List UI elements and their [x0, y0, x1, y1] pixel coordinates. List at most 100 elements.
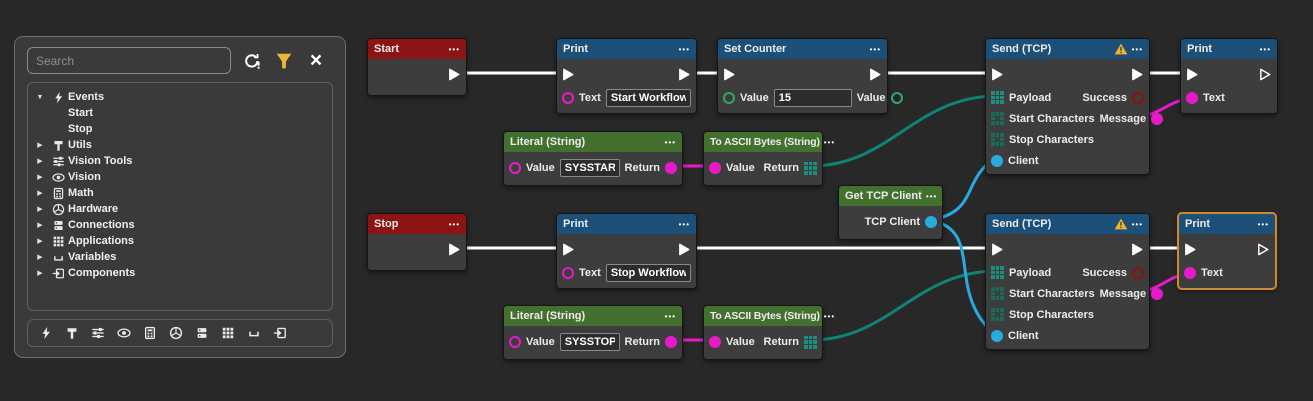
success-port[interactable]	[1132, 91, 1144, 104]
exec-out-port[interactable]	[1256, 242, 1271, 257]
node-menu-icon[interactable]: •••	[925, 191, 938, 201]
shutter-icon[interactable]	[168, 326, 183, 341]
text-port[interactable]	[1186, 91, 1198, 104]
tree-item-components[interactable]: ▶Components	[32, 265, 328, 281]
search-input[interactable]	[27, 47, 231, 74]
chevron-right-icon[interactable]: ▶	[37, 238, 43, 245]
node-send-tcp-2[interactable]: Send (TCP)••• Payload Success Start Char…	[985, 213, 1164, 350]
close-icon[interactable]: ×	[309, 48, 323, 72]
node-stop[interactable]: Stop•••	[367, 213, 467, 271]
filter-funnel-icon[interactable]	[273, 50, 295, 72]
node-send-tcp-1[interactable]: Send (TCP)••• Payload Success Start Char…	[985, 38, 1164, 175]
tree-item-start[interactable]: Start	[68, 107, 94, 119]
node-menu-icon[interactable]: •••	[869, 44, 881, 54]
node-menu-icon[interactable]: •••	[448, 219, 460, 229]
chevron-right-icon[interactable]: ▶	[37, 222, 43, 229]
node-print-start[interactable]: Print••• Text	[556, 38, 697, 114]
component-icon[interactable]	[272, 326, 287, 341]
value-port[interactable]	[709, 162, 721, 174]
node-menu-icon[interactable]: •••	[448, 44, 460, 54]
chevron-right-icon[interactable]: ▶	[37, 174, 43, 181]
text-port[interactable]	[1184, 266, 1196, 279]
chevron-right-icon[interactable]: ▶	[37, 206, 43, 213]
literal-value-field[interactable]	[559, 333, 620, 351]
node-menu-icon[interactable]: •••	[1131, 44, 1143, 54]
grid-icon[interactable]	[220, 326, 235, 341]
text-port[interactable]	[562, 266, 574, 279]
lightning-icon[interactable]	[38, 326, 53, 341]
refresh-icon[interactable]	[241, 50, 263, 72]
node-menu-icon[interactable]: •••	[678, 44, 690, 54]
node-menu-icon[interactable]: •••	[664, 137, 676, 147]
message-port[interactable]	[1151, 287, 1164, 300]
exec-in-port[interactable]	[1183, 242, 1198, 257]
tree-item-events[interactable]: ▼Events	[32, 89, 328, 105]
tree-item-utils[interactable]: ▶Utils	[32, 137, 328, 153]
node-menu-icon[interactable]: •••	[1257, 219, 1269, 229]
tcp-client-port[interactable]	[925, 216, 937, 228]
tree-item-applications[interactable]: ▶Applications	[32, 233, 328, 249]
client-port[interactable]	[991, 154, 1003, 167]
exec-out-port[interactable]	[868, 67, 883, 82]
return-port[interactable]	[804, 335, 817, 349]
value-in-port[interactable]	[723, 91, 735, 104]
chevron-right-icon[interactable]: ▶	[37, 270, 43, 277]
exec-in-port[interactable]	[990, 242, 1005, 257]
server-icon[interactable]	[194, 326, 209, 341]
text-value-field[interactable]	[605, 263, 691, 282]
node-to-ascii-2[interactable]: To ASCII Bytes (String)••• Value Return	[703, 305, 834, 360]
exec-in-port[interactable]	[561, 67, 576, 82]
value-out-port[interactable]	[890, 91, 903, 104]
node-get-tcp-client[interactable]: Get TCP Client••• TCP Client	[838, 185, 943, 240]
exec-in-port[interactable]	[1185, 67, 1200, 82]
exec-out-port[interactable]	[447, 242, 462, 257]
text-value-field[interactable]	[605, 88, 691, 107]
exec-out-port[interactable]	[677, 242, 692, 257]
text-port[interactable]	[562, 91, 574, 104]
success-port[interactable]	[1132, 266, 1144, 279]
node-set-counter[interactable]: Set Counter••• Value Value	[717, 38, 903, 114]
chevron-right-icon[interactable]: ▶	[37, 254, 43, 261]
exec-out-port[interactable]	[677, 67, 692, 82]
node-print-out-1[interactable]: Print••• Text	[1180, 38, 1278, 114]
exec-in-port[interactable]	[990, 67, 1005, 82]
node-menu-icon[interactable]: •••	[823, 311, 836, 321]
payload-port[interactable]	[991, 91, 1004, 104]
start-characters-port[interactable]	[991, 287, 1004, 300]
return-port[interactable]	[665, 162, 677, 174]
node-menu-icon[interactable]: •••	[678, 219, 690, 229]
exec-in-port[interactable]	[561, 242, 576, 257]
node-menu-icon[interactable]: •••	[1259, 44, 1271, 54]
wire-ascii1-to-payload1[interactable]	[809, 94, 999, 168]
stop-characters-port[interactable]	[991, 308, 1004, 321]
client-port[interactable]	[991, 329, 1003, 342]
chevron-down-icon[interactable]: ▼	[36, 93, 44, 101]
tree-item-stop[interactable]: Stop	[68, 123, 93, 135]
return-port[interactable]	[665, 336, 677, 348]
node-start[interactable]: Start•••	[367, 38, 467, 96]
chevron-right-icon[interactable]: ▶	[37, 190, 43, 197]
exec-out-port[interactable]	[1130, 242, 1145, 257]
exec-in-port[interactable]	[722, 67, 737, 82]
tree-item-vision[interactable]: ▶Vision	[32, 169, 328, 185]
return-port[interactable]	[804, 161, 817, 175]
node-to-ascii-1[interactable]: To ASCII Bytes (String)••• Value Return	[703, 131, 834, 186]
bracket-icon[interactable]	[246, 326, 261, 341]
tree-item-vision-tools[interactable]: ▶Vision Tools	[32, 153, 328, 169]
exec-out-port[interactable]	[1130, 67, 1145, 82]
node-print-stop[interactable]: Print••• Text	[556, 213, 697, 289]
node-menu-icon[interactable]: •••	[664, 311, 676, 321]
sliders-icon[interactable]	[90, 326, 105, 341]
value-field[interactable]	[773, 88, 852, 107]
value-port[interactable]	[509, 336, 521, 348]
message-port[interactable]	[1151, 112, 1164, 125]
wire-client-to-send2[interactable]	[929, 218, 996, 336]
eye-icon[interactable]	[116, 326, 131, 341]
calculator-icon[interactable]	[142, 326, 157, 341]
exec-out-port[interactable]	[1258, 67, 1273, 82]
stop-characters-port[interactable]	[991, 133, 1004, 146]
node-menu-icon[interactable]: •••	[1131, 219, 1143, 229]
tree-item-connections[interactable]: ▶Connections	[32, 217, 328, 233]
node-menu-icon[interactable]: •••	[823, 137, 836, 147]
